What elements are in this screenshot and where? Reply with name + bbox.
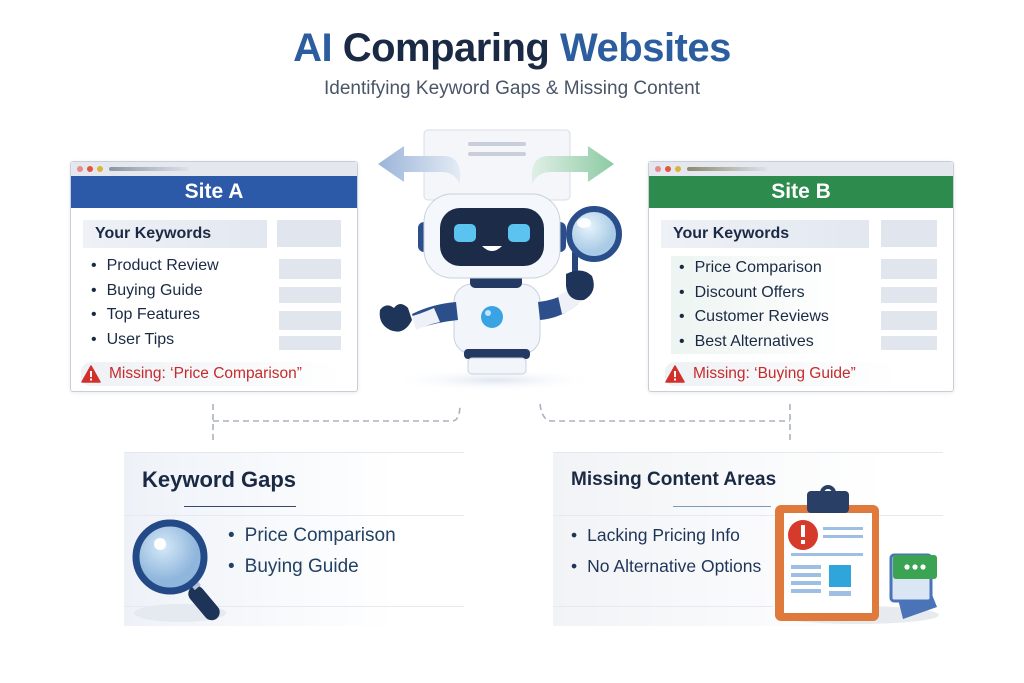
arrow-left-icon [378, 146, 460, 184]
placeholder-block [881, 220, 937, 247]
keyword-gaps-list: Price Comparison Buying Guide [228, 520, 396, 582]
browser-chrome [649, 162, 953, 176]
title-comparing: Comparing [342, 26, 550, 70]
missing-text: Missing: ‘Price Comparison” [109, 365, 302, 382]
divider [124, 515, 464, 516]
keyword-item: Product Review [91, 254, 219, 279]
arrow-right-icon [532, 146, 614, 184]
window-minimize-dot [665, 166, 671, 172]
missing-text: Missing: ‘Buying Guide” [693, 365, 856, 382]
placeholder-block [279, 259, 341, 279]
clipboard-alert-icon [775, 485, 939, 624]
title-ai: AI [293, 26, 333, 70]
missing-keyword-alert: Missing: ‘Buying Guide” [665, 362, 896, 386]
divider [553, 606, 773, 607]
page-title: AI Comparing Websites [0, 26, 1024, 71]
robot-with-magnifier-icon [378, 129, 622, 392]
keyword-list: Product Review Buying Guide Top Features… [91, 254, 219, 352]
keyword-item: Buying Guide [91, 279, 219, 304]
title-websites: Websites [559, 26, 731, 70]
window-minimize-dot [87, 166, 93, 172]
site-a-window: Site A Your Keywords Product Review Buyi… [70, 161, 358, 392]
window-close-dot [655, 166, 661, 172]
keyword-item: Best Alternatives [679, 330, 829, 355]
keywords-heading: Your Keywords [83, 220, 267, 248]
magnifying-glass-icon [132, 519, 226, 622]
keyword-list: Price Comparison Discount Offers Custome… [671, 256, 841, 354]
missing-keyword-alert: Missing: ‘Price Comparison” [81, 362, 342, 386]
missing-content-title: Missing Content Areas [571, 469, 777, 490]
placeholder-block [279, 311, 341, 330]
keywords-heading: Your Keywords [661, 220, 869, 248]
keyword-item: Discount Offers [679, 281, 829, 306]
keyword-item: Price Comparison [679, 256, 829, 281]
placeholder-block [279, 336, 341, 350]
warning-icon [665, 365, 685, 383]
title-underline [673, 506, 771, 507]
browser-chrome [71, 162, 357, 176]
site-b-window: Site B Your Keywords Price Comparison Di… [648, 161, 954, 392]
title-underline [184, 506, 296, 507]
url-bar [687, 167, 767, 171]
keyword-gaps-title: Keyword Gaps [142, 467, 297, 492]
placeholder-block [881, 287, 937, 303]
gap-item: Price Comparison [228, 520, 396, 551]
missing-content-panel: Missing Content Areas Lacking Pricing In… [553, 452, 943, 626]
window-close-dot [77, 166, 83, 172]
gap-item: Buying Guide [228, 551, 396, 582]
placeholder-block [881, 336, 937, 350]
placeholder-block [279, 287, 341, 303]
page-subtitle: Identifying Keyword Gaps & Missing Conte… [324, 78, 700, 99]
missing-item: No Alternative Options [571, 551, 761, 582]
divider [553, 515, 943, 516]
divider [124, 606, 464, 607]
window-maximize-dot [97, 166, 103, 172]
missing-content-list: Lacking Pricing Info No Alternative Opti… [571, 520, 761, 582]
site-b-header: Site B [649, 176, 953, 208]
placeholder-block [277, 220, 341, 247]
keyword-gaps-panel: Keyword Gaps Price Comparison Buying Gui… [124, 452, 464, 626]
keyword-item: Top Features [91, 303, 219, 328]
window-maximize-dot [675, 166, 681, 172]
site-a-header: Site A [71, 176, 357, 208]
keyword-item: Customer Reviews [679, 305, 829, 330]
placeholder-block [881, 311, 937, 330]
warning-icon [81, 365, 101, 383]
keyword-item: User Tips [91, 328, 219, 353]
url-bar [109, 167, 189, 171]
placeholder-block [881, 259, 937, 279]
missing-item: Lacking Pricing Info [571, 520, 761, 551]
